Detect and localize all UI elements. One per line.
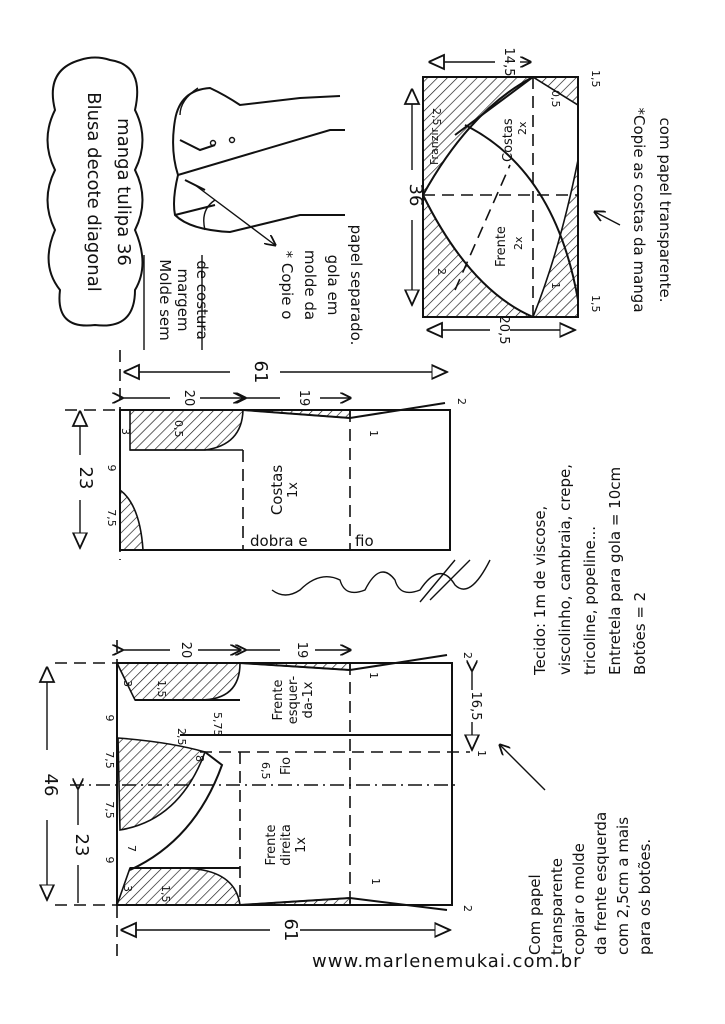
title-cloud: Blusa decote diagonal manga tulipa 36	[46, 56, 144, 327]
materials-line2: viscolinho, cambraia, crepe,	[556, 464, 574, 675]
front-note-line2: transparente	[548, 858, 566, 955]
front-left-label-3: da-1x	[301, 681, 316, 718]
back-mark-05: 0,5	[172, 420, 185, 438]
materials-line4: Entretela para gola = 10cm	[606, 467, 624, 675]
back-mark-3: 3	[119, 428, 132, 435]
sleeve-note-line2: com papel transparente.	[656, 118, 674, 303]
front-mark-3b: 3	[121, 885, 134, 892]
front-left-label-2: esquer-	[286, 675, 301, 724]
back-mark-75: 7,5	[105, 509, 118, 527]
website-url[interactable]: www.marlenemukai.com.br	[312, 951, 582, 972]
back-fold-label: dobra e	[250, 532, 308, 550]
sleeve-back-label: Costas	[501, 118, 516, 162]
back-height-dim: 23	[75, 467, 96, 490]
sleeve-height-dim: 36	[405, 184, 426, 207]
sleeve-gather-label: Franzir	[428, 127, 441, 165]
front-length-dim: 61	[280, 919, 301, 942]
back-pattern: 61 20 19 23 3 9 7,5 0,5 2 1 Costas 1x do…	[65, 350, 468, 560]
sleeve-pattern: 36 14,5 20,5 1,5 1,5 2,5 0,5 2 1 Franzir…	[405, 48, 674, 345]
sleeve-back-qty: 2x	[516, 121, 529, 135]
sleeve-edge-top: 1,5	[589, 70, 602, 88]
front-mark-575: 5,75	[211, 712, 224, 737]
title-line1: Blusa decote diagonal	[83, 92, 104, 292]
no-margin-line1: Molde sem	[156, 259, 174, 340]
materials-line1: Tecido: 1m de viscose,	[531, 506, 549, 676]
back-part-a-dim: 20	[181, 390, 196, 407]
front-right-label-3: 1x	[294, 837, 309, 853]
sleeve-bottom-dim: 20,5	[496, 316, 511, 345]
front-mark-15a: 1,5	[155, 680, 168, 698]
front-mark-165: 16,5	[468, 692, 483, 721]
back-part-b-dim: 19	[296, 390, 311, 407]
front-mark-9a: 9	[103, 715, 116, 722]
sleeve-mark-2: 2	[435, 268, 448, 275]
sleeve-edge-bottom: 1,5	[589, 295, 602, 313]
front-mark-75a: 7,5	[103, 751, 116, 769]
back-qty: 1x	[286, 482, 301, 498]
back-grain-label: fio	[355, 532, 374, 550]
no-margin-line2: margem	[174, 268, 192, 331]
front-mark-65: 6,5	[259, 762, 272, 780]
front-mark-2a: 2	[461, 652, 474, 659]
front-mark-8: 8	[193, 755, 206, 762]
front-mark-75b: 7,5	[103, 801, 116, 819]
front-mark-7: 7	[125, 845, 138, 852]
back-length-dim: 61	[250, 361, 271, 384]
front-mark-1a: 1	[367, 672, 380, 679]
title-line2: manga tulipa 36	[113, 118, 134, 266]
front-note-line1: Com papel	[526, 874, 544, 955]
sleeve-note-line1: *Copie as costas da manga	[630, 107, 648, 312]
back-label: Costas	[268, 465, 286, 516]
materials-list: Tecido: 1m de viscose, viscolinho, cambr…	[531, 464, 649, 676]
blouse-sketch	[172, 86, 345, 245]
front-note-line5: com 2,5cm a mais	[614, 817, 632, 955]
front-left-label-1: Frente	[271, 680, 286, 721]
front-mark-3a: 3	[121, 680, 134, 687]
collar-note-line4: papel separado.	[347, 225, 365, 346]
collar-note-line1: * Copie o	[278, 251, 296, 320]
front-mark-2b: 2	[461, 905, 474, 912]
back-mark-9: 9	[105, 465, 118, 472]
front-part-a-dim: 20	[178, 642, 193, 659]
collar-note-line2: molde da	[301, 250, 319, 320]
front-mark-15b: 1,5	[159, 885, 172, 903]
front-note-line6: para os botões.	[636, 839, 654, 955]
signature	[271, 559, 491, 603]
front-pattern: 20 19 46 23 61 16,5 3 1,5 9 7,5 2,5 5,75…	[40, 640, 488, 960]
front-height-dim: 46	[40, 774, 61, 797]
sleeve-mark-25: 2,5	[430, 108, 443, 126]
materials-line3: tricoline, popeline...	[581, 526, 599, 675]
front-mark-9b: 9	[103, 857, 116, 864]
collar-note-line3: gola em	[324, 255, 342, 316]
sleeve-front-label: Frente	[494, 226, 509, 267]
back-mark-1: 1	[367, 430, 380, 437]
collar-note: * Copie o molde da gola em papel separad…	[278, 225, 365, 346]
front-mark-25: 2,5	[175, 728, 188, 746]
materials-line5: Botões = 2	[631, 592, 649, 675]
back-mark-2: 2	[455, 398, 468, 405]
front-note-line3: copiar o molde	[570, 843, 588, 955]
front-grain-label: Fio	[279, 757, 294, 775]
front-right-label-2: direita	[279, 824, 294, 866]
front-right-label-1: Frente	[264, 825, 279, 866]
sleeve-front-qty: 2x	[512, 236, 525, 250]
sleeve-top-dim: 14,5	[501, 48, 516, 77]
front-mark-1b: 1	[369, 878, 382, 885]
sleeve-mark-05: 0,5	[549, 90, 562, 108]
front-half-dim: 23	[71, 834, 92, 857]
front-mark-1c: 1	[475, 750, 488, 757]
front-note-line4: da frente esquerda	[592, 812, 610, 955]
sleeve-mark-1: 1	[549, 282, 562, 289]
front-left-note: Com papel transparente copiar o molde da…	[500, 745, 654, 955]
front-part-b-dim: 19	[294, 642, 309, 659]
no-margin-note: Molde sem margem de costura	[143, 255, 211, 350]
